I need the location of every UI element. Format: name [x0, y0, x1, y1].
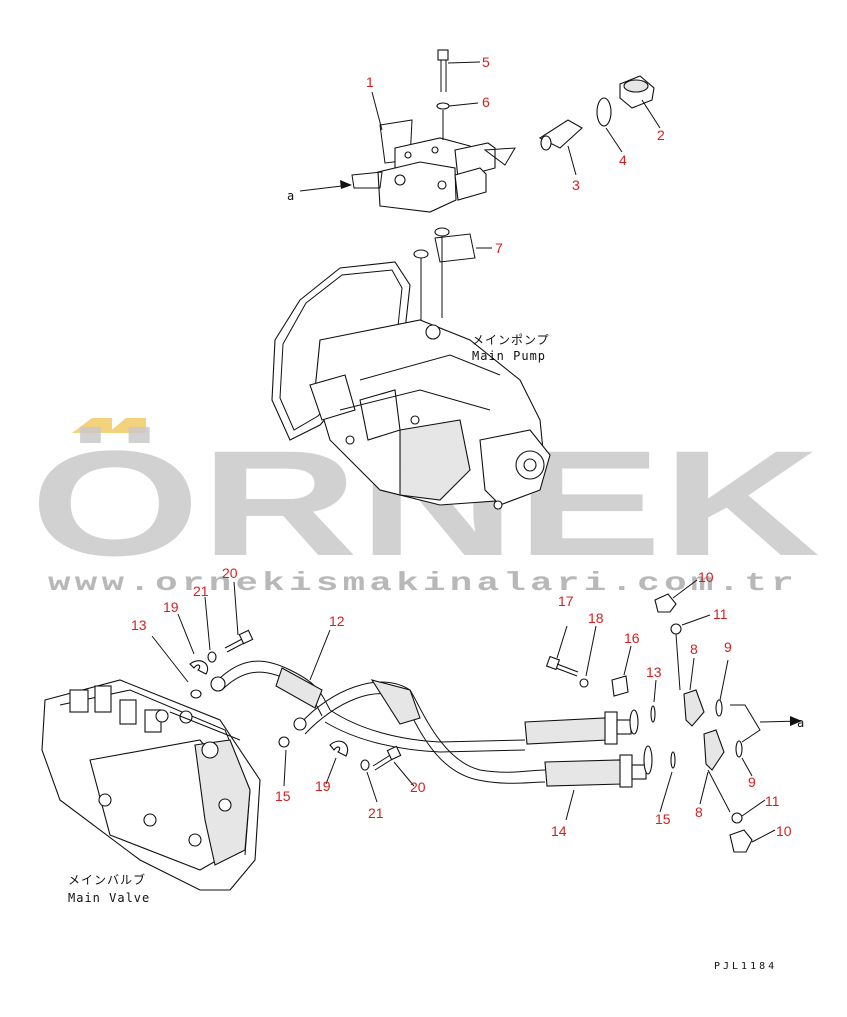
main-pump-label-jp: メインポンプ: [472, 333, 550, 347]
washer-21-upper: [207, 651, 217, 663]
o-ring-4: [596, 97, 612, 127]
callout-21-lower: 21: [368, 805, 384, 821]
callout-14: 14: [551, 823, 567, 839]
callout-9-upper: 9: [724, 639, 732, 655]
seal-9-lower: [735, 740, 743, 758]
callout-2: 2: [657, 127, 665, 143]
hose-14: [299, 679, 653, 788]
callout-leaders: [151, 61, 776, 843]
washer-21-lower: [360, 759, 370, 771]
seal-9-upper: [715, 699, 723, 717]
watermark-accent-left: [72, 418, 112, 433]
callout-15-right: 15: [655, 811, 671, 827]
bolt-5: [437, 49, 449, 92]
callout-11-lower: 11: [765, 793, 780, 809]
washer-6: [436, 102, 450, 110]
o-ring-15-right: [670, 751, 676, 769]
callout-18: 18: [588, 610, 604, 626]
main-pump: [271, 261, 551, 510]
callout-19-upper: 19: [163, 599, 179, 615]
callout-numbers: 1 2 3 4 5 6 7 8 8 9 9 10 10 11 11 12 13 …: [131, 54, 792, 839]
fitting-10-lower: [729, 829, 753, 853]
callout-9-lower: 9: [748, 774, 756, 790]
callout-6: 6: [482, 94, 490, 110]
watermark-url: www.ornekismakinalari.com.tr: [48, 568, 798, 598]
filter-3: [538, 119, 583, 151]
o-ring-11-lower: [731, 812, 743, 824]
arrow-ref-bottom: a: [730, 704, 805, 743]
callout-10-upper: 10: [698, 569, 714, 585]
callout-20-upper: 20: [222, 565, 238, 581]
drawing-code: PJL1184: [714, 961, 777, 972]
fitting-10-upper: [654, 593, 677, 613]
gasket-7: [413, 227, 476, 330]
callout-17: 17: [558, 593, 574, 609]
arrow-ref-label-bottom: a: [797, 716, 805, 730]
arrow-ref-top: a: [287, 180, 352, 203]
callout-8-lower: 8: [695, 804, 703, 820]
clip-19-upper: [189, 660, 208, 675]
o-ring-13-left: [190, 689, 202, 699]
callout-13-left: 13: [131, 617, 147, 633]
callout-3: 3: [572, 177, 580, 193]
washer-18: [579, 678, 589, 688]
flange-8-lower: [703, 729, 725, 771]
main-valve-label-en: Main Valve: [68, 891, 150, 905]
callout-7: 7: [495, 240, 503, 256]
callout-13-right: 13: [646, 664, 662, 680]
callout-19-lower: 19: [315, 778, 331, 794]
callout-20-lower: 20: [410, 779, 426, 795]
bolt-20-lower: [372, 745, 402, 771]
main-valve: [41, 679, 261, 891]
callout-11-upper: 11: [713, 606, 728, 622]
hose-12: [210, 660, 331, 717]
callout-12: 12: [329, 613, 345, 629]
pump-valve-assembly: [351, 119, 516, 213]
clip-19-lower: [329, 740, 348, 757]
callout-8-upper: 8: [690, 641, 698, 657]
main-valve-label-jp: メインバルブ: [68, 872, 146, 887]
flange-8-upper: [683, 689, 705, 727]
callout-15-left: 15: [275, 788, 291, 804]
clamp-16: [611, 675, 629, 697]
arrow-ref-label-top: a: [287, 189, 295, 203]
callout-4: 4: [619, 152, 627, 168]
callout-5: 5: [482, 54, 490, 70]
plug-2: [619, 75, 655, 109]
bolt-20-upper: [224, 629, 254, 653]
watermark-accent-right: [108, 418, 146, 433]
o-ring-11-upper: [670, 623, 682, 635]
callout-10-lower: 10: [776, 823, 792, 839]
main-pump-label-en: Main Pump: [472, 349, 546, 363]
hose-upper-right: [293, 709, 639, 753]
bolt-17: [545, 655, 579, 677]
callout-21-upper: 21: [193, 583, 209, 599]
callout-16: 16: [624, 630, 640, 646]
callout-1: 1: [366, 74, 374, 90]
o-ring-13-right: [650, 705, 656, 723]
o-ring-15-left: [278, 736, 290, 748]
